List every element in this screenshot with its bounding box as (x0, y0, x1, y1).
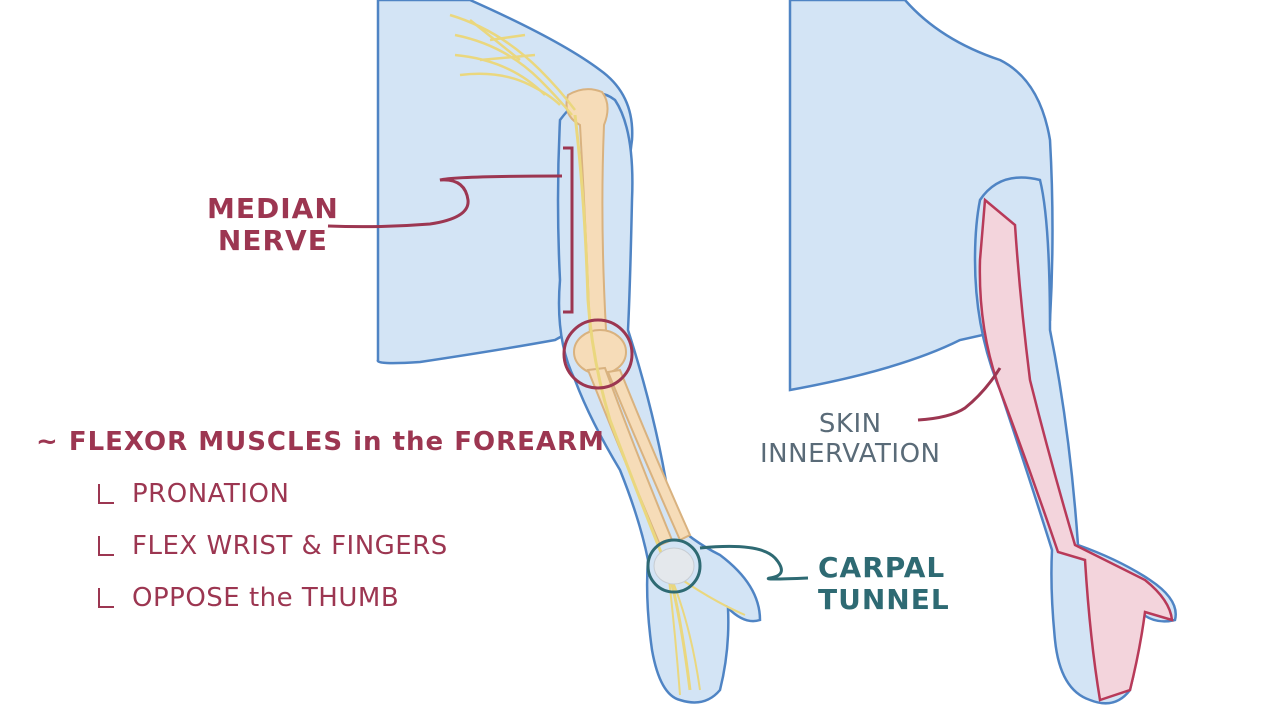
ulna-bone (606, 368, 692, 542)
function-item-oppose-thumb: OPPOSE the THUMB (98, 583, 400, 614)
median-nerve-label-line1: MEDIAN (207, 192, 339, 225)
hook-icon (98, 484, 114, 504)
carpal-tunnel-label: CARPAL TUNNEL (818, 551, 950, 617)
median-nerve-path (573, 114, 692, 691)
hook-icon (98, 536, 114, 556)
hook-icon (98, 588, 114, 608)
carpal-highlight-circle (646, 538, 702, 594)
function-item-pronation: PRONATION (98, 479, 290, 510)
elbow-joint (573, 329, 627, 375)
median-nerve-label: MEDIAN NERVE (207, 192, 339, 258)
left-arm-silhouette (556, 92, 762, 704)
skin-innervation-label: SKIN INNERVATION (760, 409, 941, 470)
brachial-plexus (449, 13, 576, 116)
humerus-bone (565, 88, 609, 337)
function-text: PRONATION (132, 479, 290, 509)
carpal-tunnel-leader (699, 544, 809, 581)
function-item-flex-wrist: FLEX WRIST & FINGERS (98, 531, 448, 562)
skin-innervation-region (978, 197, 1174, 702)
median-nerve-bracket (563, 146, 574, 314)
function-text: FLEX WRIST & FINGERS (132, 531, 448, 561)
function-text: OPPOSE the THUMB (132, 583, 400, 613)
skin-innervation-leader (917, 367, 1002, 422)
skin-innervation-label-line1: SKIN (818, 409, 882, 439)
median-nerve-label-line2: NERVE (217, 224, 328, 258)
carpal-tunnel-label-line1: CARPAL (818, 551, 946, 584)
elbow-highlight-circle (562, 318, 634, 390)
median-nerve-leader (327, 174, 563, 229)
skin-innervation-label-line2: INNERVATION (760, 438, 941, 469)
carpal-tunnel-label-line2: TUNNEL (818, 583, 950, 617)
flexor-muscles-header: ~ FLEXOR MUSCLES in the FOREARM (36, 427, 605, 457)
carpal-tunnel-hatch (653, 547, 695, 585)
